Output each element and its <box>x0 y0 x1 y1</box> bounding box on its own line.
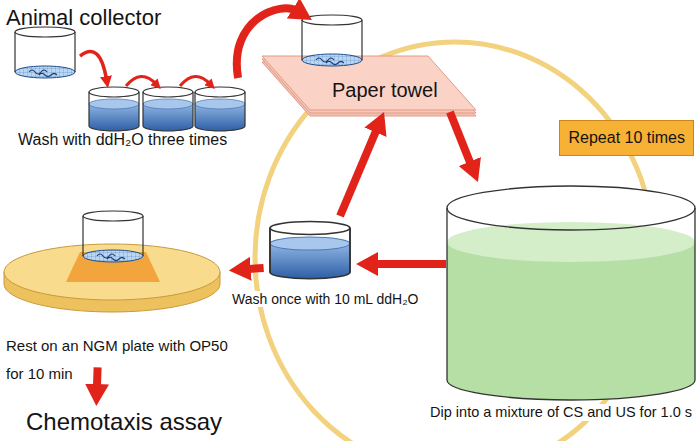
process-arrow <box>237 8 299 78</box>
step-label: Wash once with 10 mL ddH₂O <box>230 291 420 307</box>
water-beaker <box>270 222 350 279</box>
process-arrow <box>80 51 107 80</box>
collector-cup <box>15 27 75 78</box>
step-label: Wash with ddH₂O three times <box>18 131 227 149</box>
repeat-box: Repeat 10 times <box>559 120 694 156</box>
transfer-arrow <box>180 76 210 86</box>
step-label: Animal collector <box>6 5 161 30</box>
step-node: Animal collector <box>2 2 167 76</box>
step-node: Paper towel <box>262 12 478 112</box>
step-label: Chemotaxis assay <box>26 408 222 436</box>
step-label: Dip into a mixture of CS and US for 1.0 … <box>428 404 694 421</box>
repeat-label: Repeat 10 times <box>568 129 685 147</box>
step-node: Wash once with 10 mL ddH₂O <box>226 214 424 312</box>
step-node: Chemotaxis assay <box>20 406 232 438</box>
paper-towel-stack <box>262 56 476 116</box>
process-arrow <box>340 127 378 216</box>
water-beaker <box>195 87 245 131</box>
transfer-arrow <box>126 76 156 86</box>
process-arrow <box>245 268 264 269</box>
step-label: Paper towel <box>332 79 438 102</box>
dipping-dish <box>447 242 695 400</box>
step-label: Rest on an NGM plate with OP50 for 10 mi… <box>6 332 238 388</box>
step-node: Rest on an NGM plate with OP50 for 10 mi… <box>2 188 241 390</box>
collector-cup <box>302 15 362 66</box>
dipping-dish <box>447 186 695 400</box>
paper-towel-stack <box>262 56 476 110</box>
step-node: Dip into a mixture of CS and US for 1.0 … <box>425 182 698 434</box>
process-arrow <box>450 112 472 167</box>
process-arrow <box>372 260 446 268</box>
dipping-dish <box>447 208 695 400</box>
step-node: Wash with ddH₂O three times <box>12 78 258 152</box>
dipping-dish <box>447 222 695 262</box>
process-arrow <box>93 367 102 390</box>
collector-cup <box>83 211 143 262</box>
dipping-dish <box>447 186 695 230</box>
water-beaker <box>143 87 193 131</box>
dipping-dish <box>447 208 695 400</box>
water-beaker <box>89 87 139 131</box>
